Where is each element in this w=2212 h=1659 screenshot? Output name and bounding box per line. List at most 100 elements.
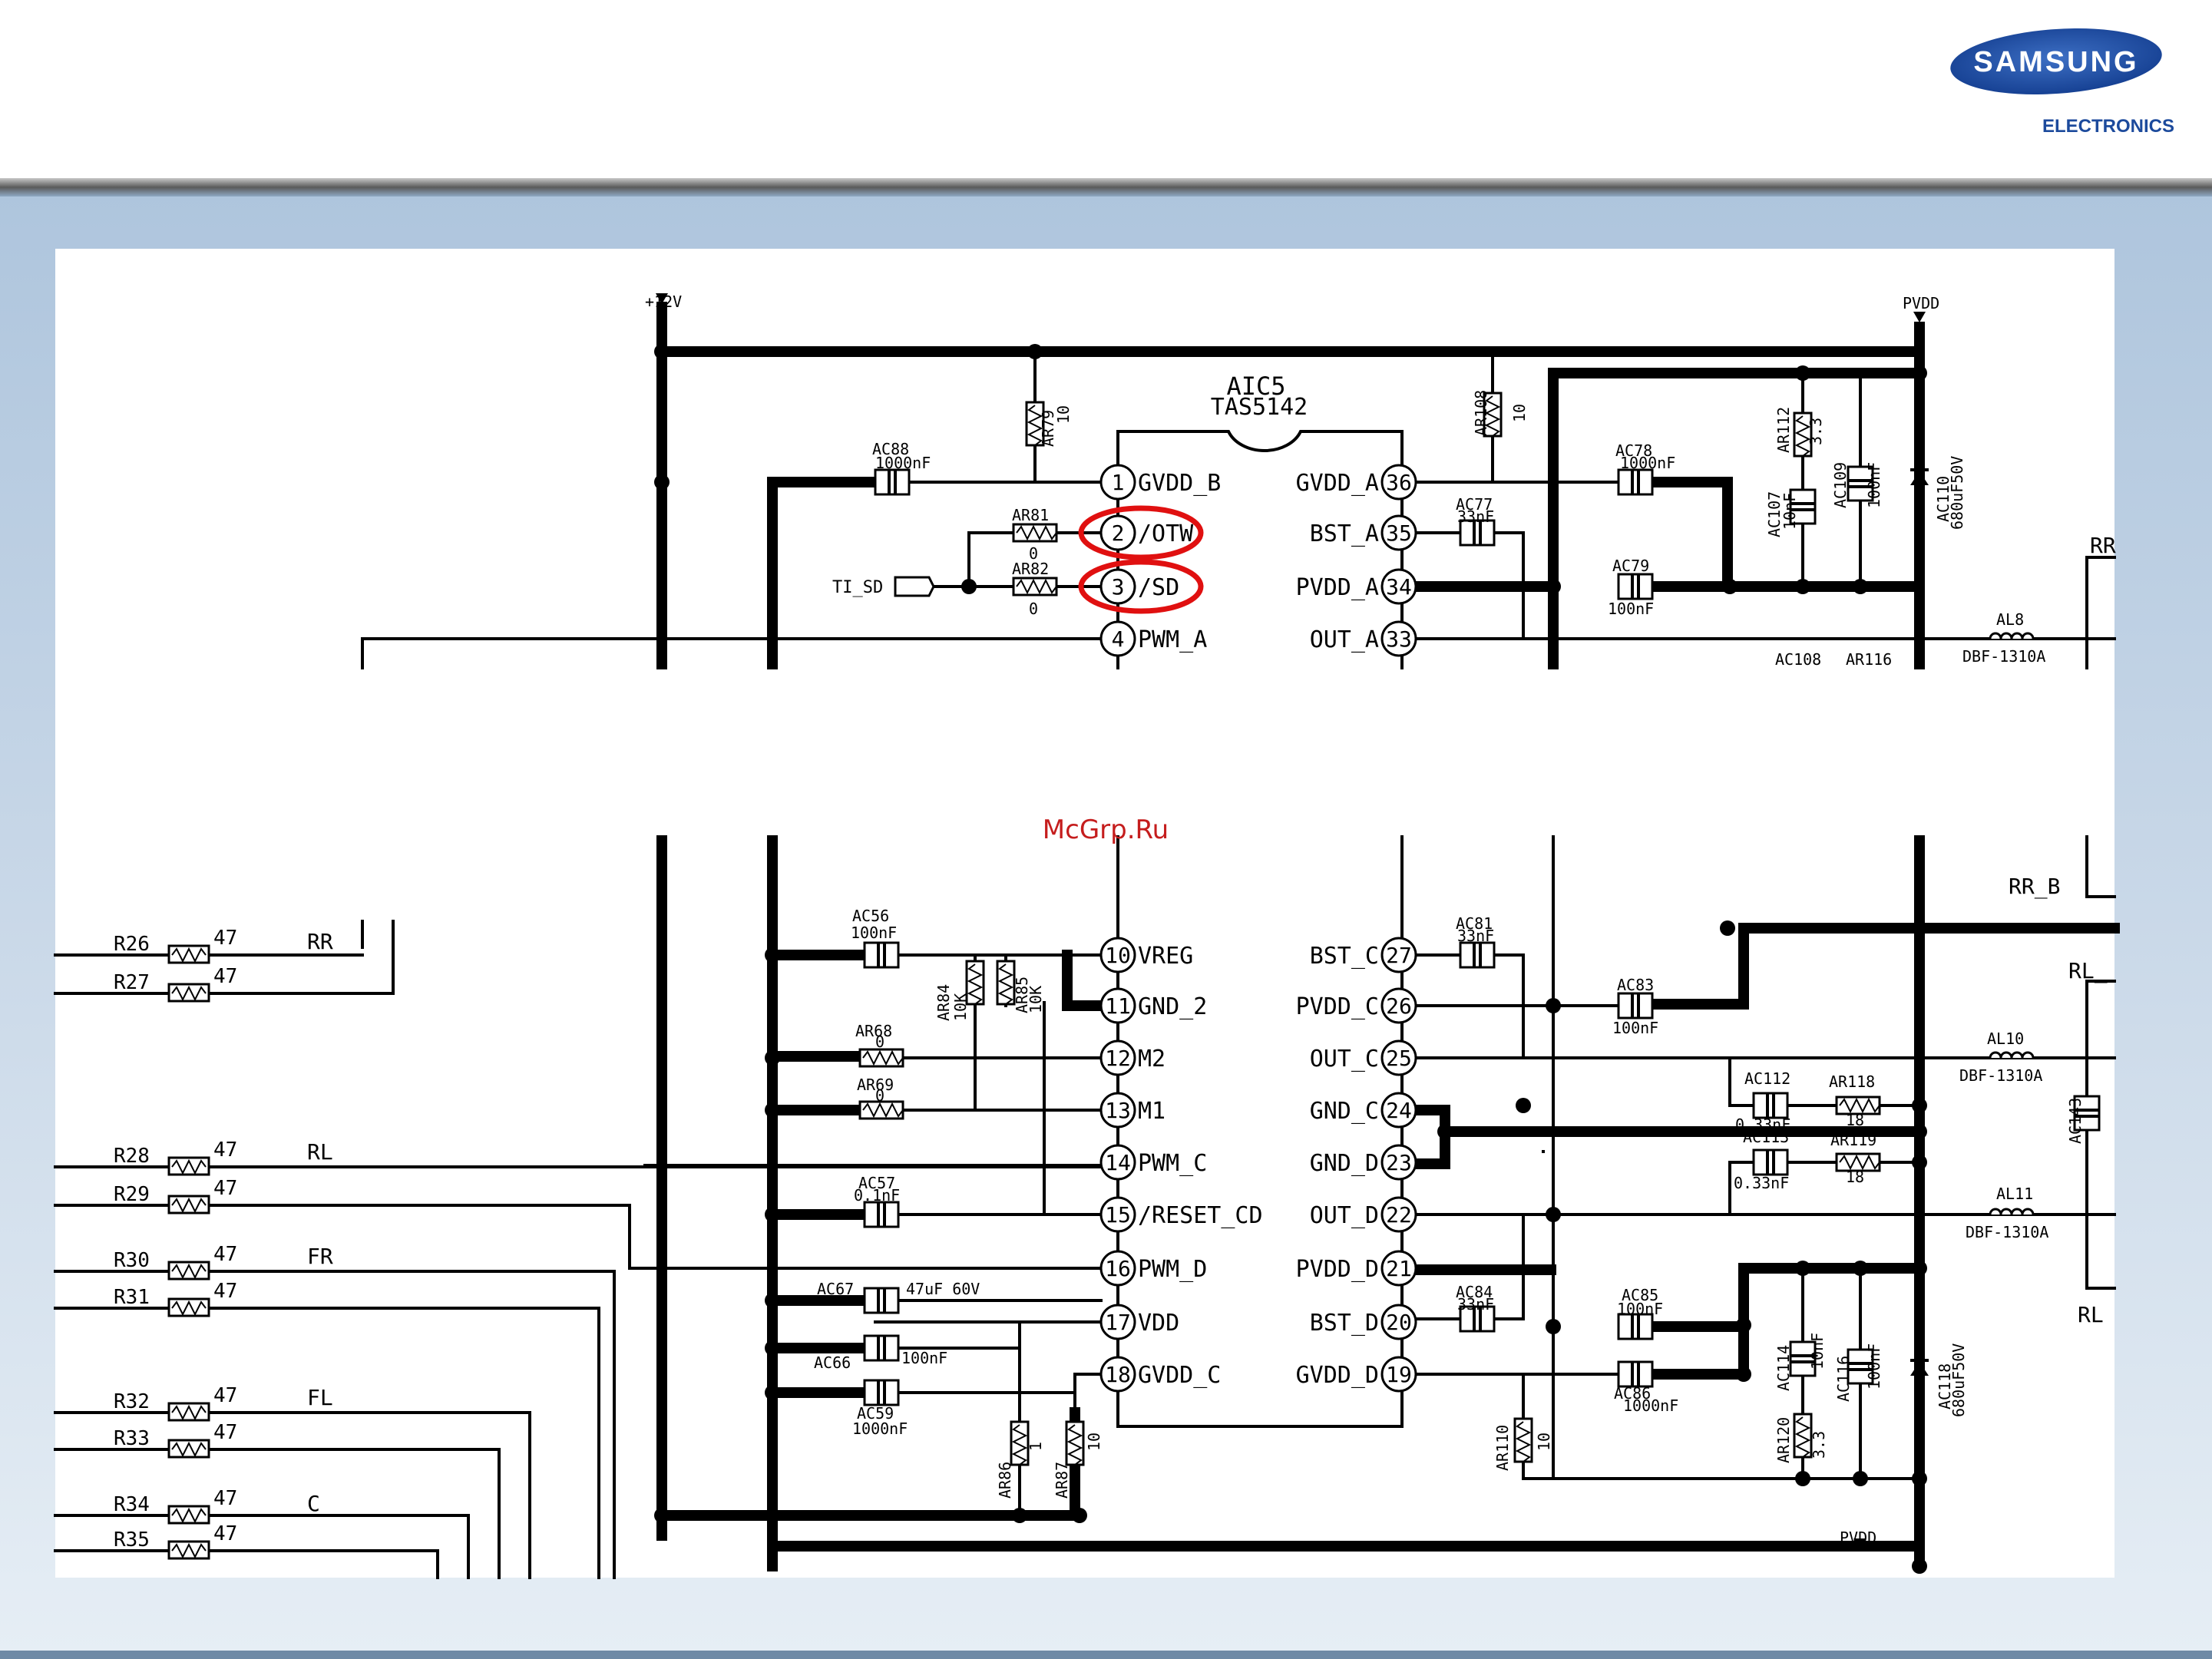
components (167, 293, 2101, 1560)
resistor-value: 47 (213, 1522, 237, 1545)
label-ac88-0: AC88 (872, 440, 909, 458)
label-ac85-1: 100nF (1617, 1300, 1663, 1318)
label-ar85-1: 10K (1027, 986, 1045, 1013)
resistor-value: 47 (213, 965, 237, 988)
label-ac108: AC108 (1775, 650, 1821, 669)
resistor-ref: R32 (114, 1390, 150, 1413)
junction-dot (765, 1293, 780, 1308)
capacitor-ac83 (1617, 992, 1654, 1020)
label-ac112-1: 0.33nF (1735, 1115, 1790, 1134)
junction-dot (1912, 920, 1927, 936)
resistor-value: 47 (213, 1384, 237, 1407)
resistor-ref: R28 (114, 1145, 150, 1168)
label-ar118-0: AR118 (1829, 1072, 1875, 1091)
junction-dot (1912, 1261, 1927, 1276)
junction-dot (1853, 1261, 1868, 1276)
label-ac78-1: 1000nF (1620, 454, 1675, 472)
label-ac84-0: AC84 (1456, 1283, 1493, 1301)
label-ac112-0: AC112 (1744, 1069, 1790, 1088)
label-ac110-1: 680uF50V (1948, 456, 1966, 530)
label-ar68-1: 0 (875, 1033, 884, 1051)
resistor-value: 47 (213, 1487, 237, 1510)
channel-label-fr: FR (307, 1244, 333, 1269)
pin-circle-34 (1380, 568, 1417, 605)
resistor-ar79 (1025, 401, 1045, 447)
pin-number-16: 16 (1105, 1256, 1131, 1281)
label-ar118-1: 18 (1846, 1111, 1864, 1129)
label-ar112-0: AR112 (1774, 407, 1793, 453)
pin-number-25: 25 (1386, 1046, 1412, 1071)
capacitor-ac114 (1789, 1340, 1817, 1377)
label-ar69-1: 0 (875, 1086, 884, 1105)
label-ac113-0: AC113 (1743, 1128, 1789, 1146)
pin-number-19: 19 (1386, 1362, 1412, 1387)
junction-dot (1912, 1098, 1927, 1113)
samsung-logo: SAMSUNG ELECTRONICS (1950, 28, 2174, 137)
ti-sd-port (894, 576, 935, 597)
capacitor-ac84 (1459, 1305, 1496, 1333)
inductor-al10 (1989, 1051, 2035, 1059)
label-ac57-1: 0.1nF (854, 1186, 900, 1205)
label-ac56-1: 100nF (851, 924, 897, 942)
pin-number-35: 35 (1386, 521, 1412, 546)
label-ac109-1: 100nF (1865, 462, 1883, 508)
label-ac66-1: 100nF (901, 1349, 947, 1367)
junction-dot (1546, 1319, 1561, 1334)
logo-brand: SAMSUNG (1973, 46, 2138, 78)
pin-name-21: PVDD_D (1296, 1256, 1379, 1283)
pin-name-20: BST_D (1310, 1310, 1379, 1337)
pin-number-10: 10 (1105, 943, 1131, 968)
resistor-ar85 (996, 960, 1016, 1006)
pin-circle-19 (1380, 1356, 1417, 1393)
resistor-ref: R30 (114, 1249, 150, 1272)
resistor-r26 (167, 944, 210, 964)
pin-circle-12 (1099, 1039, 1136, 1076)
pin-number-20: 20 (1386, 1310, 1412, 1335)
label-ac118-0: AC118 (1936, 1363, 1954, 1409)
pin-name-34: PVDD_A (1296, 574, 1379, 601)
pin-name-16: PWM_D (1138, 1256, 1207, 1283)
pin-circle-20 (1380, 1304, 1417, 1340)
label-ar87-1: 10 (1085, 1433, 1103, 1451)
label-ac59-0: AC59 (857, 1404, 894, 1423)
header-divider (0, 178, 2212, 197)
resistor-r34 (167, 1505, 210, 1525)
label-ac113-1: 0.33nF (1734, 1174, 1789, 1192)
pin-circle-18 (1099, 1356, 1136, 1393)
capacitor-ac81 (1459, 941, 1496, 969)
pin-circle-11 (1099, 987, 1136, 1024)
pin-circle-2 (1099, 514, 1136, 551)
capacitor-ac57 (863, 1201, 900, 1228)
chip-part: TAS5142 (1211, 394, 1308, 421)
label-ac86-1: 1000nF (1623, 1396, 1678, 1415)
pin-circle-15 (1099, 1196, 1136, 1233)
channel-label-fl: FL (307, 1385, 333, 1410)
junction-dot (1736, 1317, 1751, 1333)
resistor-ar108 (1483, 392, 1503, 438)
label-ar112-1: 3.3 (1807, 418, 1825, 445)
pin-number-4: 4 (1112, 626, 1125, 652)
resistor-ar87 (1065, 1420, 1085, 1466)
pin-name-2: /OTW (1138, 521, 1194, 547)
label-ar110-0: AR110 (1493, 1425, 1512, 1471)
junction-dot (1912, 1471, 1927, 1486)
pin-name-23: GND_D (1310, 1150, 1379, 1177)
capacitor-ac118 (1910, 1359, 1929, 1376)
pin-name-4: PWM_A (1138, 626, 1207, 653)
label-al8-0: AL8 (1996, 610, 2024, 629)
capacitor-ac109 (1847, 465, 1874, 502)
label-ar86-0: AR86 (996, 1462, 1014, 1499)
junction-dot (654, 1508, 670, 1523)
pin-name-15: /RESET_CD (1138, 1202, 1263, 1229)
resistor-ref: R34 (114, 1493, 150, 1516)
label-al11-1: DBF-1310A (1966, 1223, 2048, 1241)
junction-dot (1795, 579, 1810, 594)
label-ar120-1: 3.3 (1810, 1431, 1828, 1459)
label-ar68-0: AR68 (855, 1022, 892, 1040)
pin-circle-25 (1380, 1039, 1417, 1076)
capacitor-ac77 (1459, 519, 1496, 547)
label-ac143: AC143 (2066, 1098, 2085, 1144)
label-ac79-1: 100nF (1608, 600, 1654, 618)
junction-dot (765, 1340, 780, 1356)
resistor-value: 47 (213, 1280, 237, 1303)
